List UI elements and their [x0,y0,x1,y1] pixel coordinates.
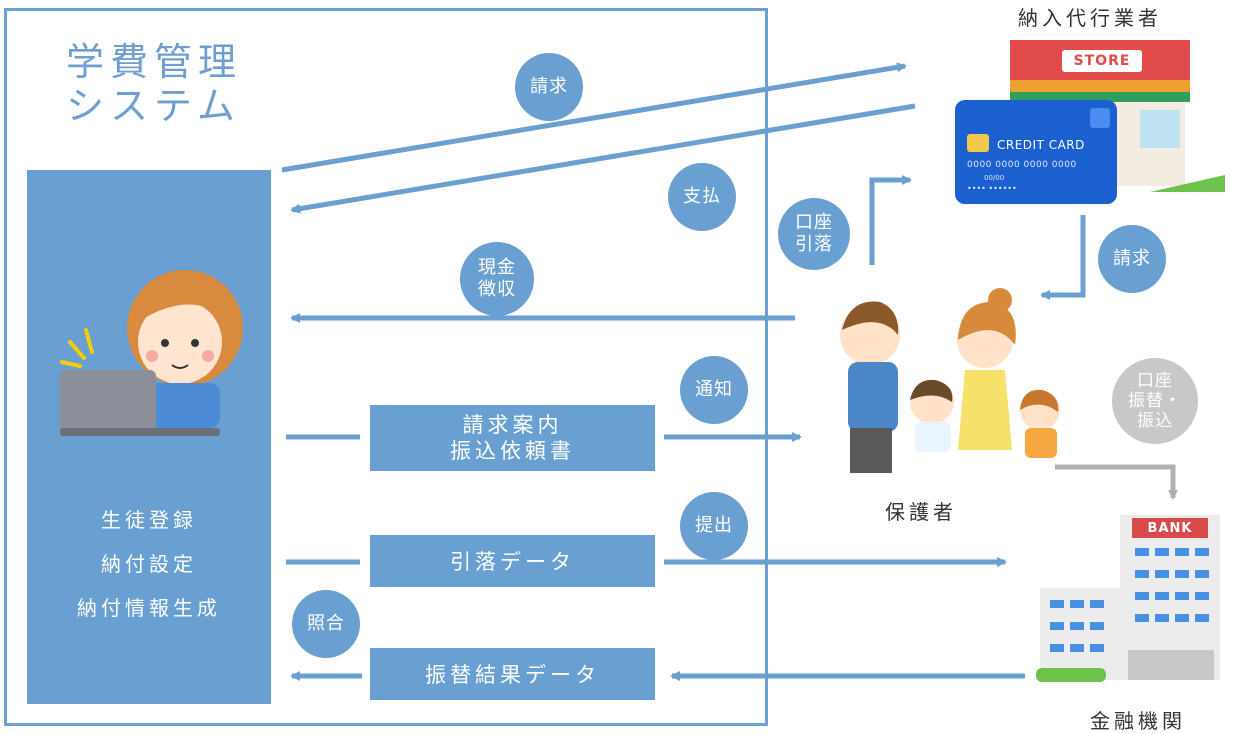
invoice-box: 請求案内 振込依頼書 [370,405,655,471]
card-name: •••• •••••• [967,184,1017,193]
panel-item-payment-info-generation: 納付情報生成 [77,596,221,620]
arrow-payment-from-agent [290,103,916,214]
bank-label: 金融機関 [1090,709,1186,733]
badge-request-right: 請求 [1098,225,1166,293]
guardian-label: 保護者 [885,500,957,524]
badge-notify: 通知 [680,356,748,424]
card-number: 0000 0000 0000 0000 [967,160,1077,170]
panel-item-payment-settings: 納付設定 [101,552,197,576]
badge-request-top: 請求 [515,53,583,121]
school-fee-system-frame [4,8,768,726]
panel-function-list: 生徒登録 納付設定 納付情報生成 [27,498,271,630]
badge-match: 照合 [292,590,360,658]
staff-panel [27,170,271,704]
arrow-request-to-guardian [1040,215,1086,300]
store-sign: STORE [1073,53,1131,69]
family-illustration [840,288,1060,473]
credit-card-illustration [955,100,1117,204]
panel-item-student-registration: 生徒登録 [101,508,197,532]
arrow-account-debit [869,175,912,265]
bank-sign: BANK [1147,520,1193,536]
badge-submit: 提出 [680,492,748,560]
badge-cash-collection: 現金 徴収 [460,242,534,316]
staff-illustration [60,270,243,436]
badge-account-debit: 口座 引落 [778,198,850,270]
badge-transfer: 口座 振替・ 振込 [1112,358,1198,444]
system-title: 学費管理 システム [66,40,243,128]
agent-label: 納入代行業者 [1018,6,1162,30]
result-data-box: 振替結果データ [370,648,655,700]
bank-illustration [1036,515,1220,682]
arrow-request-to-agent [281,62,907,173]
arrow-transfer [1055,464,1178,500]
badge-payment: 支払 [668,163,736,231]
card-label: CREDIT CARD [997,138,1085,152]
debit-data-box: 引落データ [370,535,655,587]
card-expiry: 00/00 [984,174,1005,182]
